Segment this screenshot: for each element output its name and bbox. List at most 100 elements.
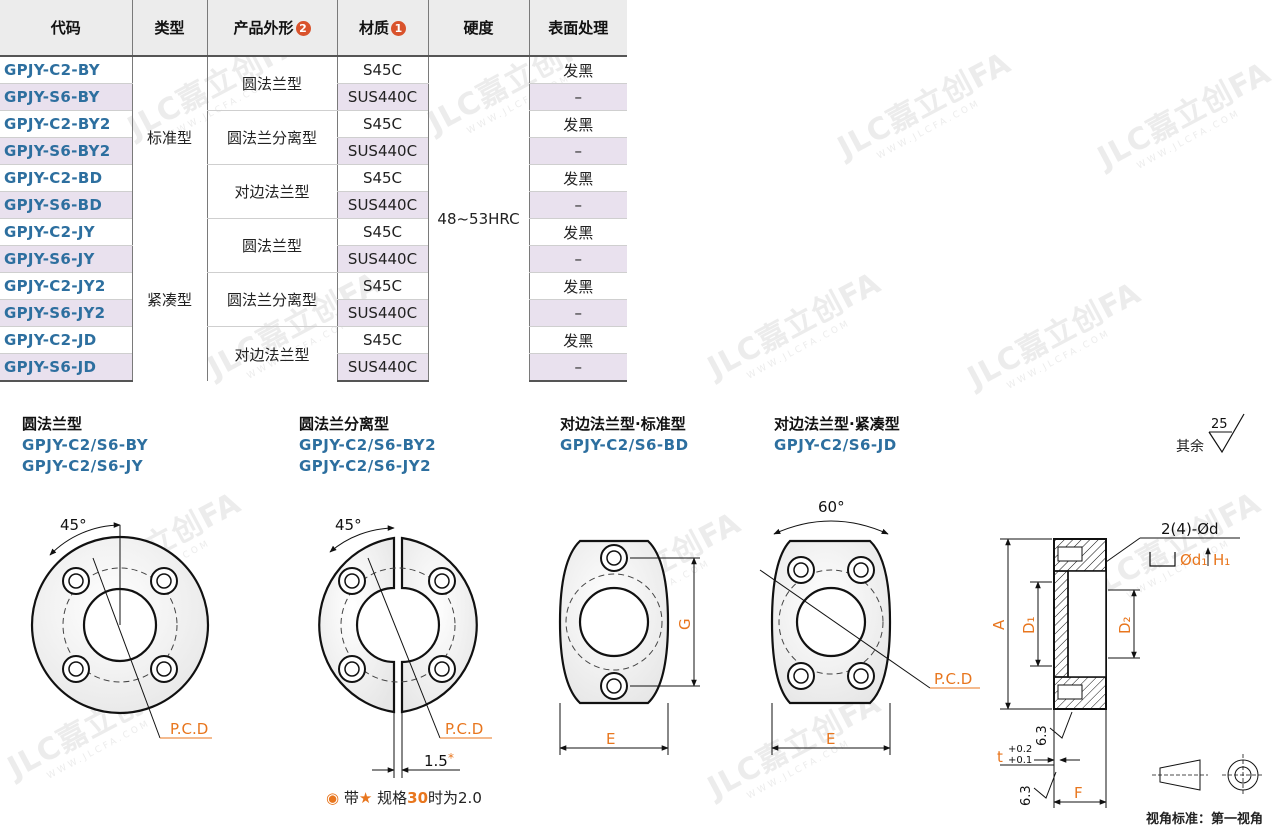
flat-std-e-label: E: [606, 730, 615, 748]
cell-material: SUS440C: [336, 83, 428, 111]
cell-material: SUS440C: [336, 353, 428, 382]
cell-code: GPJY-S6-BD: [0, 191, 132, 219]
cell-surface: –: [528, 83, 627, 111]
split-angle-label: 45°: [335, 516, 362, 534]
cell-surface: –: [528, 245, 627, 273]
round-pcd-label: P.C.D: [170, 720, 208, 738]
tol-upper-label: +0.2: [1008, 744, 1032, 755]
cell-shape: 圆法兰型: [206, 56, 337, 111]
drawing-title: 圆法兰型: [22, 415, 83, 433]
table-row: GPJY-C2-BD 对边法兰型 S45C 发黑: [0, 164, 627, 219]
cell-material: S45C: [336, 164, 428, 192]
cell-shape: 对边法兰型: [206, 326, 337, 381]
cell-type: 标准型: [131, 56, 207, 219]
footnote-suffix: 时为2.0: [428, 789, 482, 807]
cell-surface: 发黑: [528, 164, 627, 192]
roughness-label: 6.3: [1035, 725, 1050, 746]
cell-code: GPJY-C2-JY: [0, 218, 132, 246]
dim-a-label: A: [990, 619, 1008, 630]
drawing-title: 对边法兰型·紧凑型: [774, 415, 900, 433]
dim-f-label: F: [1074, 784, 1083, 802]
header-code: 代码: [0, 0, 132, 57]
view-standard: 视角标准：第一视角: [1146, 812, 1264, 827]
cell-surface: 发黑: [528, 326, 627, 354]
cell-surface: 发黑: [528, 110, 627, 138]
table-row: GPJY-S6-BY2 SUS440C –: [0, 137, 627, 165]
dim-d2-label: D₂: [1116, 616, 1134, 634]
compact-e-label: E: [826, 730, 835, 748]
cell-material: SUS440C: [336, 137, 428, 165]
star-icon: ★: [358, 789, 373, 807]
drawing-code: GPJY-C2/S6-JY: [22, 457, 144, 475]
split-gap-star: *: [448, 751, 454, 765]
roughness-label: 6.3: [1019, 785, 1034, 806]
table-row: GPJY-C2-JD 对边法兰型 S45C 发黑: [0, 326, 627, 381]
cell-code: GPJY-S6-JY2: [0, 299, 132, 327]
drawing-label-flat-compact: 对边法兰型·紧凑型 GPJY-C2/S6-JD: [774, 414, 900, 456]
cbore-h-label: H₁: [1213, 551, 1230, 569]
dim-t-label: t: [997, 748, 1003, 766]
round-angle-label: 45°: [60, 516, 87, 534]
table-row: GPJY-C2-JY 紧凑型 圆法兰型 S45C 发黑: [0, 218, 627, 381]
cell-material: SUS440C: [336, 245, 428, 273]
tol-lower-label: +0.1: [1008, 755, 1032, 766]
drawing-code: GPJY-C2/S6-JY2: [299, 457, 432, 475]
hole-spec-label: 2(4)-Ød: [1161, 520, 1219, 538]
cell-shape: 圆法兰型: [206, 218, 337, 273]
note-badge-icon: 1: [391, 21, 406, 36]
cell-code: GPJY-S6-BY: [0, 83, 132, 111]
cell-surface: 发黑: [528, 272, 627, 300]
cell-code: GPJY-S6-JY: [0, 245, 132, 273]
roughness-label: 其余: [1176, 439, 1204, 455]
cell-surface: 发黑: [528, 218, 627, 246]
split-flange-drawing: [318, 525, 492, 778]
footnote-prefix: 带: [343, 789, 359, 807]
drawing-title: 圆法兰分离型: [299, 415, 390, 433]
table-row: GPJY-S6-JD SUS440C –: [0, 353, 627, 382]
drawing-code: GPJY-C2/S6-BD: [560, 436, 689, 454]
cell-material: SUS440C: [336, 299, 428, 327]
cell-code: GPJY-S6-BY2: [0, 137, 132, 165]
flat-flange-compact-drawing: [759, 520, 980, 755]
table-row: GPJY-S6-BD SUS440C –: [0, 191, 627, 219]
table-row: GPJY-C2-BY 标准型 圆法兰型 S45C 48~53HRC 发黑: [0, 56, 627, 381]
footnote-size: 30: [407, 789, 429, 807]
cell-surface: –: [528, 353, 627, 382]
table-row: GPJY-S6-JY SUS440C –: [0, 245, 627, 273]
cell-material: S45C: [336, 272, 428, 300]
cell-material: S45C: [336, 218, 428, 246]
compact-angle-label: 60°: [818, 498, 845, 516]
drawing-code: GPJY-C2/S6-BY: [22, 436, 149, 454]
cell-surface: –: [528, 299, 627, 327]
split-pcd-label: P.C.D: [445, 720, 483, 738]
drawing-label-flat-std: 对边法兰型·标准型 GPJY-C2/S6-BD: [560, 414, 689, 456]
cell-type: 紧凑型: [131, 218, 207, 381]
cell-material: S45C: [336, 56, 428, 84]
cell-code: GPJY-C2-JY2: [0, 272, 132, 300]
drawing-label-split: 圆法兰分离型 GPJY-C2/S6-BY2 GPJY-C2/S6-JY2: [299, 414, 436, 477]
table-row: GPJY-C2-BY2 圆法兰分离型 S45C 发黑: [0, 110, 627, 165]
cell-material: SUS440C: [336, 191, 428, 219]
header-hardness: 硬度: [427, 0, 529, 57]
cell-shape: 圆法兰分离型: [206, 272, 337, 327]
drawing-label-round: 圆法兰型 GPJY-C2/S6-BY GPJY-C2/S6-JY: [22, 414, 148, 477]
table-row: GPJY-C2-JY2 圆法兰分离型 S45C 发黑: [0, 272, 627, 327]
note-badge-icon: 2: [295, 21, 311, 36]
footnote-middle: 规格: [377, 789, 408, 807]
cell-hardness: 48~53HRC: [427, 56, 529, 381]
cell-material: S45C: [336, 326, 428, 354]
roughness-value: 25: [1211, 417, 1228, 432]
footnote: ◉ 带★ 规格30时为2.0: [326, 787, 482, 808]
round-flange-drawing: [30, 522, 212, 739]
drawing-code: GPJY-C2/S6-BY2: [299, 436, 437, 454]
surface-roughness-note: 其余: [1176, 436, 1204, 456]
header-surface: 表面处理: [528, 0, 627, 57]
drawing-title: 对边法兰型·标准型: [560, 415, 686, 433]
cell-code: GPJY-S6-JD: [0, 353, 132, 382]
split-gap-label: 1.5: [424, 752, 448, 770]
